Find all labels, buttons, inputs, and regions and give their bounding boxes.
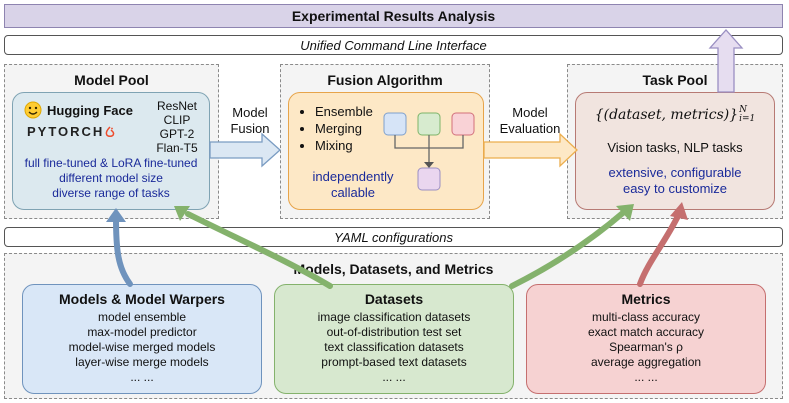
model-list: ResNet CLIP GPT-2 Flan-T5 [148, 99, 206, 155]
cli-label: Unified Command Line Interface [300, 37, 487, 53]
model-evaluation-label: Model Evaluation [492, 105, 568, 137]
model-resnet: ResNet [156, 99, 197, 113]
datasets-item: ... ... [382, 370, 406, 384]
metrics-item: average aggregation [590, 355, 702, 369]
datasets-item: prompt-based text datasets [321, 355, 467, 369]
fusion-item-ensemble: Ensemble [315, 103, 373, 120]
feature-model-size: different model size [59, 171, 163, 185]
fusion-block-red [451, 112, 475, 136]
model-fusion-line1: Model [232, 105, 268, 120]
model-evaluation-line1: Model [512, 105, 548, 120]
results-analysis-title: Experimental Results Analysis [291, 8, 496, 24]
cli-bar: Unified Command Line Interface [4, 35, 783, 55]
models-item: ... ... [130, 370, 154, 384]
task-feature-extensive: extensive, configurable [608, 165, 742, 180]
metrics-item: Spearman's ρ [609, 340, 683, 354]
datasets-title: Datasets [364, 291, 424, 307]
metrics-item: ... ... [634, 370, 658, 384]
models-list: model ensemble max-model predictor model… [23, 310, 261, 385]
models-box: Models & Model Warpers model ensemble ma… [22, 284, 262, 394]
pytorch-logo: PYTORCH [27, 124, 115, 139]
fusion-block-merged [417, 167, 441, 191]
formula-set: {(dataset, metrics)} [594, 107, 739, 123]
yaml-bar: YAML configurations [4, 227, 783, 247]
model-clip: CLIP [163, 113, 191, 127]
pytorch-label: PYTORCH [27, 124, 105, 139]
fusion-connector-lines [394, 135, 464, 166]
fusion-items: Ensemble Merging Mixing [289, 103, 373, 154]
task-pool-title: Task Pool [642, 72, 708, 88]
datasets-box: Datasets image classification datasets o… [274, 284, 514, 394]
formula-sub: i=1 [739, 114, 756, 124]
datasets-item: out-of-distribution test set [326, 325, 462, 339]
model-pool-box: Hugging Face PYTORCH ResNet CLIP GPT-2 F… [12, 92, 210, 210]
datasets-list: image classification datasets out-of-dis… [275, 310, 513, 385]
feature-tasks: diverse range of tasks [52, 186, 170, 200]
models-title: Models & Model Warpers [59, 291, 225, 307]
results-analysis-bar: Experimental Results Analysis [4, 4, 783, 28]
task-feature-customize: easy to customize [622, 181, 728, 196]
fusion-block-blue [383, 112, 407, 136]
datasets-item: text classification datasets [324, 340, 464, 354]
feature-finetuned: full fine-tuned & LoRA fine-tuned [24, 156, 198, 170]
metrics-title: Metrics [621, 291, 671, 307]
model-pool-features: full fine-tuned & LoRA fine-tuned differ… [13, 156, 209, 201]
fusion-item-merging: Merging [315, 120, 373, 137]
models-item: layer-wise merge models [75, 355, 209, 369]
fusion-block-green [417, 112, 441, 136]
formula-sup: N [739, 105, 747, 115]
metrics-item: exact match accuracy [587, 325, 705, 339]
fusion-title: Fusion Algorithm [327, 72, 443, 88]
model-gpt2: GPT-2 [159, 127, 195, 141]
datasets-item: image classification datasets [317, 310, 471, 324]
model-evaluation-line2: Evaluation [499, 121, 561, 136]
models-item: model ensemble [97, 310, 187, 324]
huggingface-icon [24, 101, 42, 119]
models-item: model-wise merged models [68, 340, 216, 354]
huggingface-label: Hugging Face [47, 102, 133, 118]
pytorch-flame-icon [105, 125, 115, 137]
metrics-item: multi-class accuracy [591, 310, 701, 324]
huggingface-logo: Hugging Face [23, 100, 133, 120]
yaml-label: YAML configurations [334, 229, 453, 245]
fusion-note-line2: callable [330, 185, 376, 200]
task-pool-features: extensive, configurable easy to customiz… [576, 165, 774, 197]
fusion-box: Ensemble Merging Mixing independently ca… [288, 92, 484, 210]
fusion-item-mixing: Mixing [315, 137, 373, 154]
fusion-note: independently callable [303, 169, 403, 201]
resources-title: Models, Datasets, and Metrics [293, 261, 494, 277]
model-fusion-line2: Fusion [230, 121, 270, 136]
metrics-box: Metrics multi-class accuracy exact match… [526, 284, 766, 394]
task-types: Vision tasks, NLP tasks [607, 140, 743, 155]
model-evaluation-arrow [483, 132, 578, 168]
model-flant5: Flan-T5 [156, 141, 198, 155]
fusion-arrowhead [424, 162, 434, 168]
metrics-list: multi-class accuracy exact match accurac… [527, 310, 765, 385]
model-fusion-arrow [209, 132, 281, 168]
model-fusion-label: Model Fusion [222, 105, 278, 137]
fusion-note-line1: independently [312, 169, 394, 184]
fusion-merge-diagram [383, 112, 475, 191]
models-item: max-model predictor [87, 325, 197, 339]
model-pool-title: Model Pool [74, 72, 149, 88]
